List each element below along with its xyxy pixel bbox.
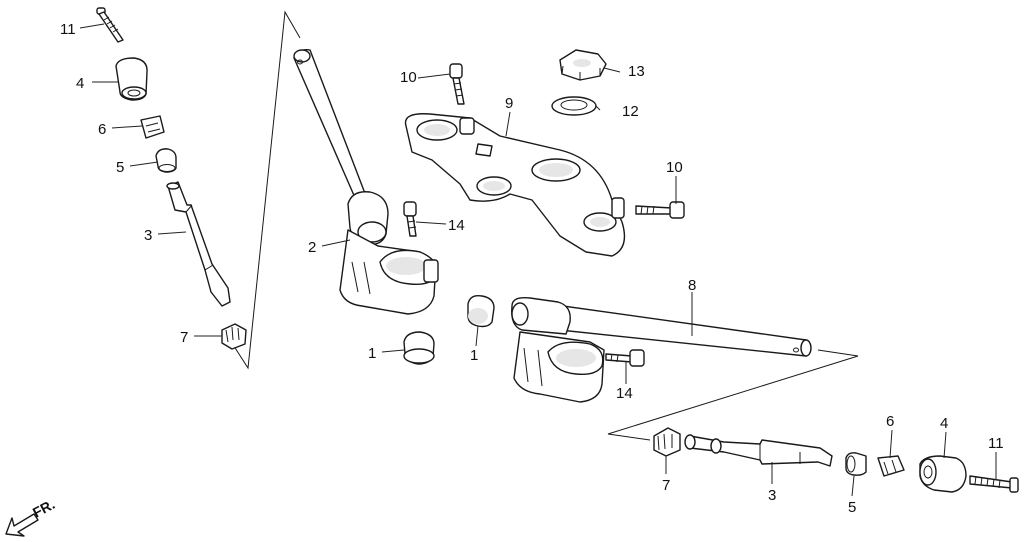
callout-left-nut: 7 — [180, 329, 188, 346]
left-weight-shaft — [166, 181, 231, 307]
right-end-screw — [969, 475, 1019, 493]
right-rubber — [877, 455, 905, 477]
right-handlebar — [511, 296, 812, 403]
leader-lines — [79, 23, 997, 497]
front-direction-arrow: FR. — [5, 496, 57, 537]
explosion-guides — [229, 10, 859, 441]
callout-left-handlebar: 2 — [308, 239, 316, 256]
bridge-bolt-right — [635, 201, 685, 219]
right-nut — [653, 427, 681, 457]
callout-right-handlebar: 8 — [688, 277, 696, 294]
right-weight-shaft — [684, 434, 833, 467]
callout-right-weight: 4 — [940, 415, 948, 432]
callout-right-cap: 1 — [470, 347, 478, 364]
washer — [551, 96, 597, 116]
left-collar — [155, 148, 177, 173]
right-collar — [845, 452, 867, 476]
callout-top-bridge: 9 — [505, 95, 513, 112]
callout-left-cap: 1 — [368, 345, 376, 362]
callout-left-weight: 4 — [76, 75, 84, 92]
right-cap — [467, 294, 495, 328]
stem-nut — [559, 49, 607, 81]
callout-washer: 12 — [622, 103, 639, 120]
callout-right-weight-shaft: 3 — [768, 487, 776, 504]
left-rubber — [140, 115, 165, 139]
left-weight — [115, 57, 148, 101]
callout-bridge-bolt-right: 10 — [666, 159, 683, 176]
callout-right-nut: 7 — [662, 477, 670, 494]
bridge-bolt-top — [449, 63, 465, 105]
callout-bridge-bolt-top: 10 — [400, 69, 417, 86]
left-nut — [221, 323, 247, 350]
left-cap — [403, 331, 435, 365]
callout-left-collar: 5 — [116, 159, 124, 176]
clamp-bolt-right — [605, 349, 645, 367]
callout-left-rubber: 6 — [98, 121, 106, 138]
callout-clamp-bolt-right: 14 — [616, 385, 633, 402]
callout-labels: 11 4 6 5 3 7 2 1 1 10 9 12 13 10 14 8 14… — [60, 21, 1004, 516]
callout-stem-nut: 13 — [628, 63, 645, 80]
left-end-screw — [96, 7, 124, 43]
clamp-bolt-left — [403, 201, 417, 237]
top-bridge — [404, 113, 626, 257]
callout-left-end-screw: 11 — [60, 21, 76, 38]
callout-left-weight-shaft: 3 — [144, 227, 152, 244]
left-handlebar — [293, 48, 439, 315]
right-weight — [919, 455, 967, 493]
callout-right-collar: 5 — [848, 499, 856, 516]
callout-right-rubber: 6 — [886, 413, 894, 430]
callout-right-end-screw: 11 — [988, 435, 1004, 452]
callout-clamp-bolt-left: 14 — [448, 217, 465, 234]
